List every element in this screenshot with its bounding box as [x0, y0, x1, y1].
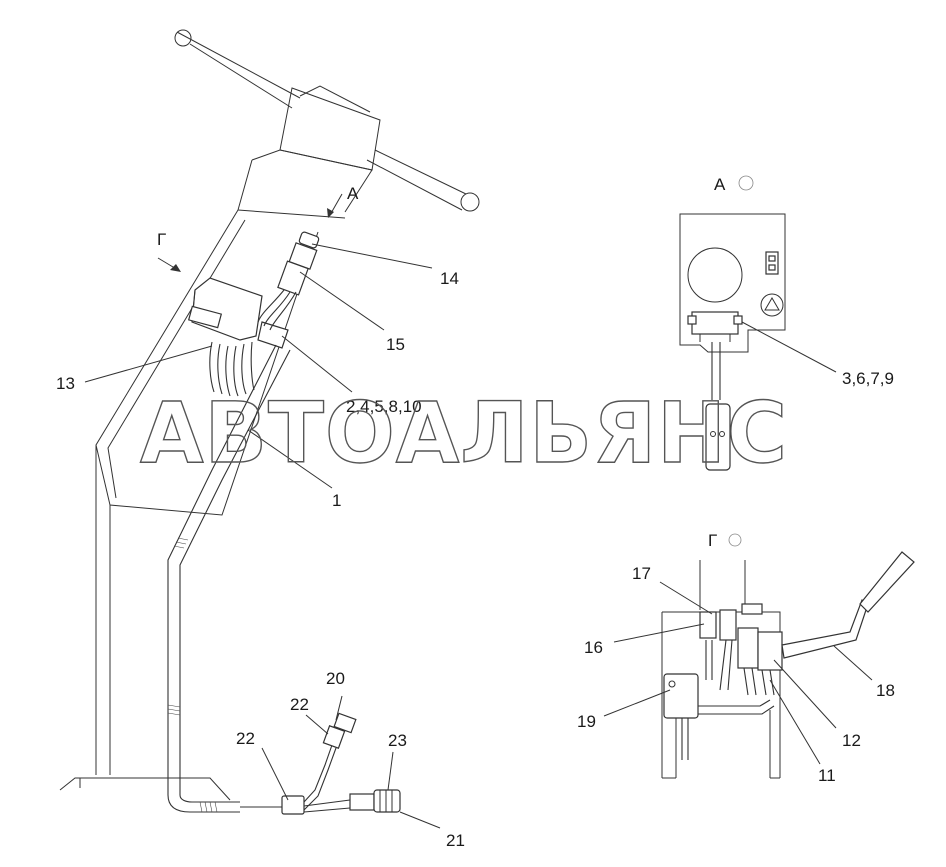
callout-18: 18	[876, 681, 895, 700]
callout-1: 1	[332, 491, 341, 510]
steering-wheel	[174, 29, 480, 212]
view-a-detail	[679, 175, 837, 471]
callout-12: 12	[842, 731, 861, 750]
callout-23: 23	[388, 731, 407, 750]
callout-3-6-7-9: 3,6,7,9	[842, 369, 894, 388]
watermark: АВТОАЛЬЯНС	[140, 384, 788, 482]
callout-19: 19	[577, 712, 596, 731]
view-a-title: А	[714, 175, 726, 194]
callout-13: 13	[56, 374, 75, 393]
callout-22-upper: 22	[290, 695, 309, 714]
connector-14-15	[257, 231, 320, 331]
callout-11: 11	[818, 766, 836, 785]
callout-20: 20	[326, 669, 345, 688]
lower-connectors	[240, 712, 401, 815]
switch-block	[187, 277, 289, 349]
view-a-arrow-label: А	[347, 184, 359, 203]
callout-21: 21	[446, 831, 465, 850]
view-g-detail	[603, 533, 915, 779]
callout-14: 14	[440, 269, 459, 288]
callout-2-4-5-8-10: 2,4,5,8,10	[346, 397, 422, 416]
callout-22-lower: 22	[236, 729, 255, 748]
callout-17: 17	[632, 564, 651, 583]
callout-15: 15	[386, 335, 405, 354]
callout-16: 16	[584, 638, 603, 657]
leader-lines	[84, 243, 441, 829]
view-arrows	[157, 193, 343, 272]
view-g-arrow-label: Г	[157, 230, 166, 249]
wire-harness-1	[167, 341, 291, 813]
view-g-title: Г	[708, 531, 717, 550]
steering-column-assembly	[59, 29, 480, 829]
